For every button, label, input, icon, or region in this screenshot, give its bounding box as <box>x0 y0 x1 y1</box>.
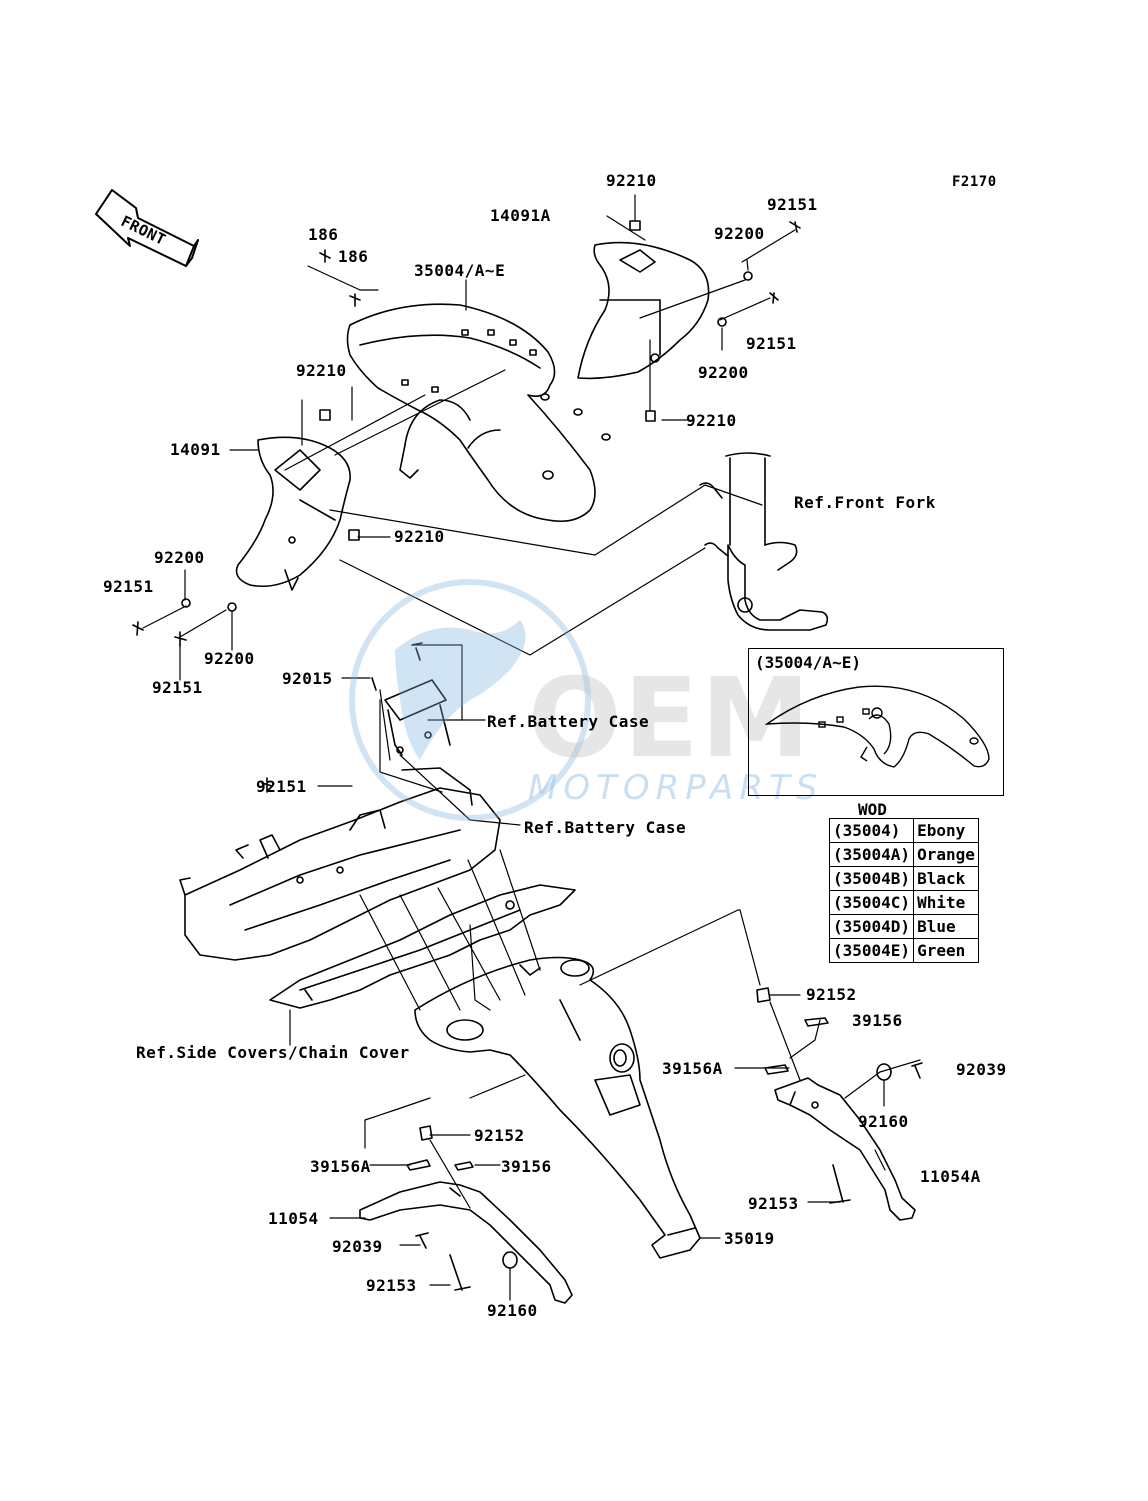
wod-color: Orange <box>913 842 979 867</box>
inset-fender-shape <box>764 685 990 768</box>
watermark-logo: OEM <box>528 654 813 782</box>
label-92151-right-2[interactable]: 92151 <box>746 334 797 353</box>
battery-bracket-shape <box>371 642 451 756</box>
diagram-code: F2170 <box>952 174 997 190</box>
wod-color: Black <box>913 866 979 891</box>
ref-side-covers[interactable]: Ref.Side Covers/Chain Cover <box>136 1043 410 1062</box>
table-row: (35004B)Black <box>828 866 979 891</box>
label-35004[interactable]: 35004/A~E <box>414 261 506 280</box>
wod-color: White <box>913 890 979 915</box>
label-92015[interactable]: 92015 <box>282 669 333 688</box>
label-39156-left[interactable]: 39156 <box>501 1157 552 1176</box>
table-row: (35004E)Green <box>828 938 979 963</box>
label-92210-top[interactable]: 92210 <box>606 171 657 190</box>
watermark-subtitle: MOTORPARTS <box>528 768 824 808</box>
front-fork-shape <box>699 452 829 631</box>
label-92151-left-2[interactable]: 92151 <box>152 678 203 697</box>
ref-battery-case-2[interactable]: Ref.Battery Case <box>524 818 687 837</box>
label-92200-left[interactable]: 92200 <box>154 548 205 567</box>
wod-title: WOD <box>858 800 887 819</box>
table-row: (35004C)White <box>828 890 979 915</box>
leader-lines <box>142 194 921 1301</box>
side-cover-shape <box>269 884 576 1009</box>
label-92151-mid[interactable]: 92151 <box>256 777 307 796</box>
wod-color: Ebony <box>913 818 979 843</box>
fender-cover-right-shape <box>577 241 710 380</box>
label-92152-right[interactable]: 92152 <box>806 985 857 1004</box>
label-92210-left[interactable]: 92210 <box>296 361 347 380</box>
ref-front-fork[interactable]: Ref.Front Fork <box>794 493 936 512</box>
fender-cover-left-shape <box>235 436 351 591</box>
label-92152-left[interactable]: 92152 <box>474 1126 525 1145</box>
label-39156-right[interactable]: 39156 <box>852 1011 903 1030</box>
inset-title: (35004/A~E) <box>755 653 861 672</box>
label-92200-left-2[interactable]: 92200 <box>204 649 255 668</box>
label-92160-left[interactable]: 92160 <box>487 1301 538 1320</box>
label-186-b[interactable]: 186 <box>338 247 369 266</box>
label-39156A-left[interactable]: 39156A <box>310 1157 371 1176</box>
wod-code: (35004) <box>828 818 915 843</box>
wod-code: (35004B) <box>828 866 915 891</box>
label-92153-right[interactable]: 92153 <box>748 1194 799 1213</box>
wod-color: Green <box>913 938 979 963</box>
wod-color-table: (35004)Ebony (35004A)Orange (35004B)Blac… <box>828 818 979 963</box>
front-fender-shape <box>346 303 611 523</box>
label-92200-right-2[interactable]: 92200 <box>698 363 749 382</box>
label-92039-right[interactable]: 92039 <box>956 1060 1007 1079</box>
wod-color: Blue <box>913 914 979 939</box>
label-39156A-right[interactable]: 39156A <box>662 1059 723 1078</box>
label-11054[interactable]: 11054 <box>268 1209 319 1228</box>
wod-code: (35004A) <box>828 842 915 867</box>
label-92160-right[interactable]: 92160 <box>858 1112 909 1131</box>
watermark-globe-icon <box>349 579 591 821</box>
label-92210-mid[interactable]: 92210 <box>394 527 445 546</box>
front-arrow-icon <box>95 189 199 267</box>
label-186-a[interactable]: 186 <box>308 225 339 244</box>
table-row: (35004A)Orange <box>828 842 979 867</box>
fender-variant-inset: (35004/A~E) <box>748 648 1004 796</box>
label-14091[interactable]: 14091 <box>170 440 221 459</box>
label-92153-left[interactable]: 92153 <box>366 1276 417 1295</box>
wod-code: (35004C) <box>828 890 915 915</box>
rear-inner-fender-shape <box>179 767 501 961</box>
rear-fender-shape <box>414 956 701 1259</box>
ref-battery-case-1[interactable]: Ref.Battery Case <box>487 712 650 731</box>
hardware-shapes <box>132 220 923 1291</box>
label-92210-right[interactable]: 92210 <box>686 411 737 430</box>
wod-code: (35004D) <box>828 914 915 939</box>
label-92200-top-right[interactable]: 92200 <box>714 224 765 243</box>
label-14091A[interactable]: 14091A <box>490 206 551 225</box>
label-11054A[interactable]: 11054A <box>920 1167 981 1186</box>
table-row: (35004)Ebony <box>828 818 979 843</box>
table-row: (35004D)Blue <box>828 914 979 939</box>
label-35019[interactable]: 35019 <box>724 1229 775 1248</box>
label-92151-top-right[interactable]: 92151 <box>767 195 818 214</box>
label-92151-left[interactable]: 92151 <box>103 577 154 596</box>
label-92039-left[interactable]: 92039 <box>332 1237 383 1256</box>
wod-code: (35004E) <box>828 938 915 963</box>
